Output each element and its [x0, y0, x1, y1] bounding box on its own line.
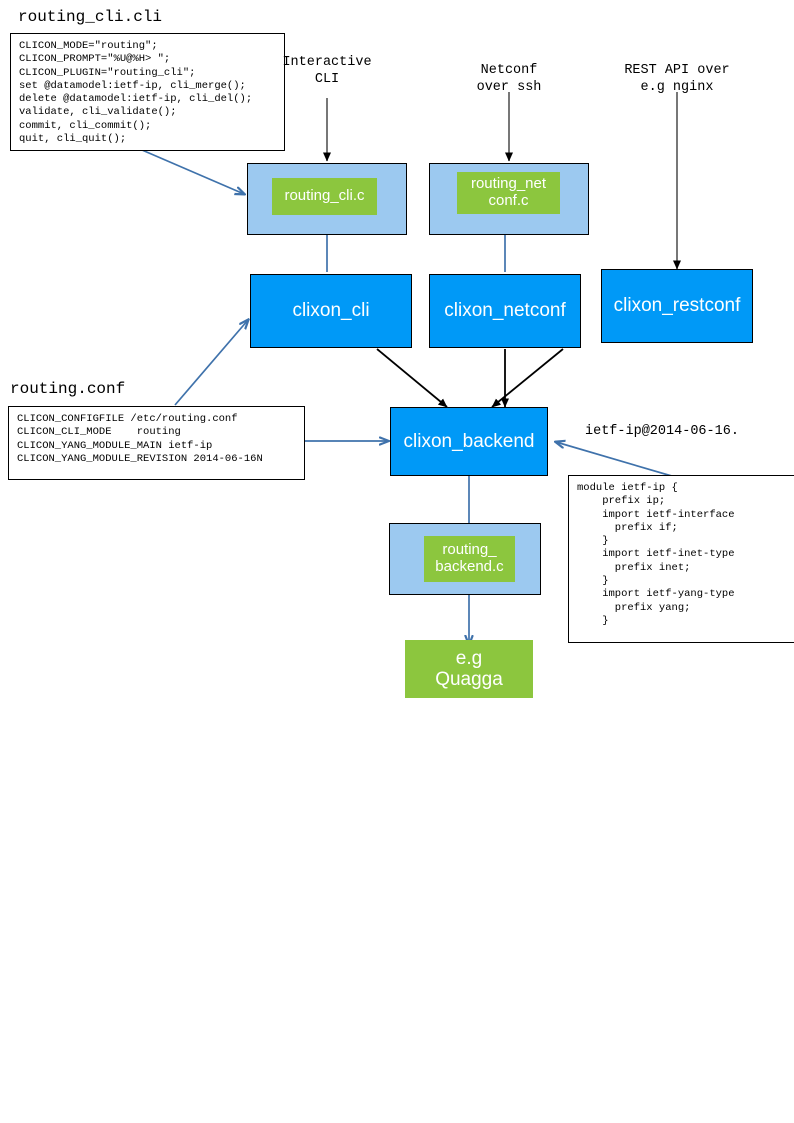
cli-file-line: quit, cli_quit();: [19, 133, 127, 146]
clixon-cli-node[interactable]: clixon_cli: [250, 274, 412, 348]
label-netconf-over-ssh: Netconf over ssh: [476, 63, 542, 95]
conf-file-box: CLICON_CONFIGFILE /etc/routing.conf CLIC…: [8, 406, 305, 480]
arrow-conffile-to-clixoncli: [174, 320, 248, 406]
cli-file-box: CLICON_MODE="routing"; CLICON_PROMPT="%U…: [10, 33, 285, 151]
clixon-restconf-label: clixon_restconf: [613, 295, 741, 317]
cli-file-line: CLICON_PLUGIN="routing_cli";: [19, 66, 196, 79]
yang-file-line: import ietf-inet-type: [577, 548, 735, 561]
arrow-clifile-to-cliplugin: [141, 149, 244, 194]
cli-plugin-label: routing_cli.c: [284, 187, 365, 205]
clixon-netconf-node[interactable]: clixon_netconf: [429, 274, 581, 348]
clixon-backend-node[interactable]: clixon_backend: [390, 407, 548, 476]
cli-file-line: set @datamodel:ietf-ip, cli_merge();: [19, 79, 246, 92]
yang-file-line: prefix ip;: [577, 495, 666, 508]
clixon-restconf-node[interactable]: clixon_restconf: [601, 269, 753, 343]
cli-file-line: CLICON_PROMPT="%U@%H> ";: [19, 53, 171, 66]
clixon-backend-label: clixon_backend: [403, 430, 535, 452]
arrow-yangfile-to-backend: [556, 442, 683, 480]
yang-file-line: module ietf-ip {: [577, 482, 678, 494]
routing-daemon-node[interactable]: e.g Quagga: [405, 640, 533, 698]
conf-file-line: CLICON_CONFIGFILE /etc/routing.conf: [17, 413, 238, 425]
cli-file-line: CLICON_MODE="routing";: [19, 40, 158, 52]
conf-file-line: CLICON_CLI_MODE routing: [17, 426, 181, 439]
conf-file-title: routing.conf: [10, 380, 126, 398]
conf-file-line: CLICON_YANG_MODULE_MAIN ietf-ip: [17, 439, 213, 452]
netconf-plugin-label: routing_net conf.c: [470, 175, 547, 209]
yang-file-line: }: [577, 535, 609, 548]
conf-file-line: CLICON_YANG_MODULE_REVISION 2014-06-16N: [17, 452, 263, 465]
label-rest-api: REST API over e.g nginx: [624, 63, 730, 95]
yang-file-line: import ietf-interface: [577, 508, 735, 521]
yang-file-box: module ietf-ip { prefix ip; import ietf-…: [568, 475, 794, 643]
yang-file-line: import ietf-yang-type: [577, 588, 735, 601]
routing-daemon-label: e.g Quagga: [435, 647, 503, 690]
arrow-clixoncli-to-backend: [376, 348, 448, 408]
clixon-netconf-label: clixon_netconf: [444, 300, 566, 322]
yang-file-line: prefix if;: [577, 521, 678, 534]
arrow-clixonrestconf-to-backend: [491, 348, 564, 408]
netconf-plugin-box[interactable]: routing_net conf.c: [457, 172, 560, 214]
cli-file-line: delete @datamodel:ietf-ip, cli_del();: [19, 93, 253, 106]
backend-plugin-box[interactable]: routing_ backend.c: [424, 536, 515, 582]
label-interactive-cli: Interactive CLI: [282, 55, 372, 87]
cli-file-line: validate, cli_validate();: [19, 106, 177, 119]
yang-file-line: }: [577, 614, 609, 627]
backend-plugin-label: routing_ backend.c: [435, 541, 504, 575]
cli-file-title: routing_cli.cli: [18, 8, 163, 26]
cli-plugin-box[interactable]: routing_cli.c: [272, 178, 377, 215]
yang-file-label: ietf-ip@2014-06-16.: [585, 424, 739, 439]
cli-file-line: commit, cli_commit();: [19, 119, 152, 132]
yang-file-line: }: [577, 575, 609, 588]
clixon-cli-label: clixon_cli: [292, 300, 370, 322]
yang-file-line: prefix inet;: [577, 561, 691, 574]
yang-file-line: prefix yang;: [577, 601, 691, 614]
